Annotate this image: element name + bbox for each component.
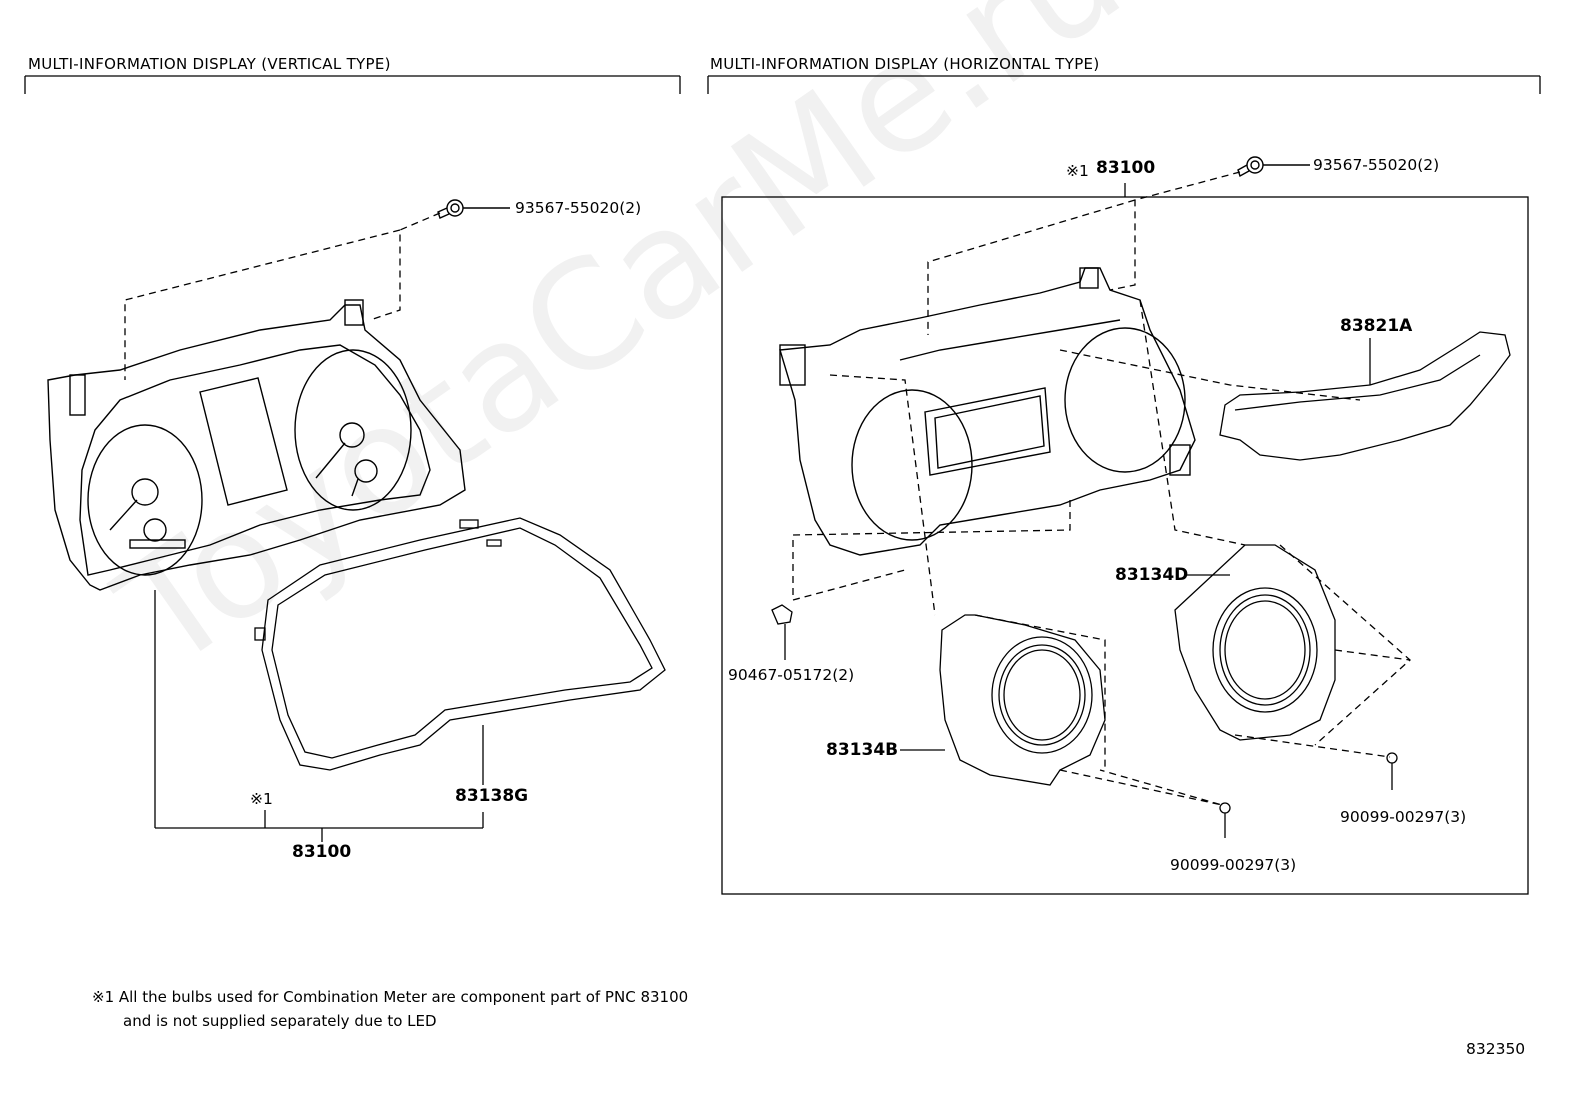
header-bracket-vertical — [24, 75, 681, 94]
label-note-mark-left: ※1 — [250, 790, 273, 808]
footnote-line-2: and is not supplied separately due to LE… — [123, 1012, 437, 1030]
ring-83134D — [1174, 544, 1336, 741]
header-horizontal-type: MULTI-INFORMATION DISPLAY (HORIZONTAL TY… — [710, 55, 1100, 73]
label-83100-left: 83100 — [292, 842, 352, 862]
screw-vertical — [437, 199, 510, 219]
combination-meter-vertical — [47, 299, 466, 591]
label-screw-90099-bottom: 90099-00297(3) — [1170, 856, 1297, 874]
label-clip-90467: 90467-05172(2) — [728, 666, 855, 684]
assembly-frame-horizontal — [721, 196, 1529, 895]
label-83134B: 83134B — [826, 740, 899, 760]
dashed-leaders-vertical — [124, 212, 441, 380]
footnote-line-1: ※1 All the bulbs used for Combination Me… — [92, 988, 689, 1006]
label-83134D: 83134D — [1115, 565, 1189, 585]
assembly-bracket-vertical — [154, 590, 484, 842]
label-note-mark-right: ※1 — [1066, 162, 1089, 180]
dashed-leaders-horizontal — [792, 171, 1411, 806]
label-83138G: 83138G — [455, 786, 529, 806]
label-83821A: 83821A — [1340, 316, 1413, 336]
header-bracket-horizontal — [707, 75, 1541, 94]
label-screw-93567-right: 93567-55020(2) — [1313, 156, 1440, 174]
figure-id: 832350 — [1466, 1040, 1526, 1058]
combination-meter-horizontal — [779, 267, 1196, 556]
label-screw-93567-left: 93567-55020(2) — [515, 199, 642, 217]
clip-90467 — [771, 604, 793, 660]
panel-83821A — [1219, 331, 1511, 461]
header-vertical-type: MULTI-INFORMATION DISPLAY (VERTICAL TYPE… — [28, 55, 391, 73]
screw-90099-right — [1386, 752, 1398, 790]
ring-83134B — [939, 614, 1106, 786]
label-83100-right: 83100 — [1096, 158, 1156, 178]
screw-top-horizontal — [1237, 156, 1310, 178]
combination-glass-vertical — [254, 517, 666, 771]
screw-90099-bottom — [1219, 802, 1231, 838]
label-screw-90099-right: 90099-00297(3) — [1340, 808, 1467, 826]
